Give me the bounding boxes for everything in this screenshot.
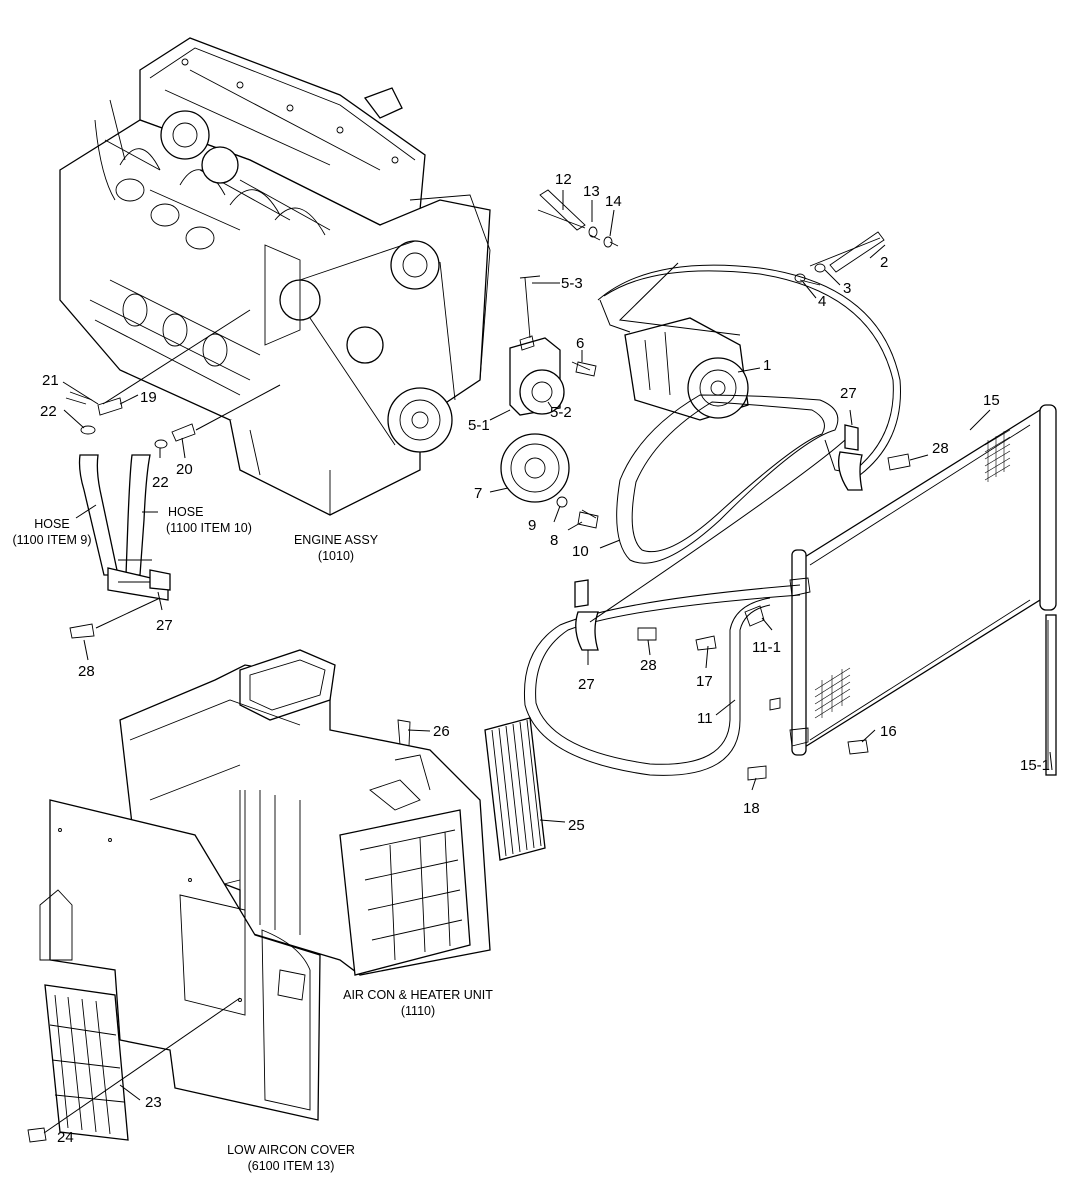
- drive-belt: [616, 394, 839, 564]
- condenser: [769, 404, 1057, 776]
- clamps: [149, 424, 863, 651]
- callout-28-middle: 28: [640, 657, 657, 674]
- callout-12: 12: [555, 171, 572, 188]
- fasteners: [397, 189, 911, 781]
- receiver-drier: [1045, 614, 1057, 776]
- callout-11: 11: [697, 710, 713, 727]
- callout-15: 15: [983, 392, 1000, 409]
- callout-14: 14: [605, 193, 622, 210]
- captions: HOSE (1100 ITEM 9) HOSE (1100 ITEM 10) E…: [13, 505, 494, 1173]
- callout-5-3: 5-3: [561, 275, 583, 292]
- leader-lines: [62, 190, 1053, 1101]
- aircon-caption-line1: AIR CON & HEATER UNIT: [343, 988, 493, 1002]
- callout-3: 3: [843, 280, 851, 297]
- hoses: [65, 391, 196, 639]
- callout-20: 20: [176, 461, 193, 478]
- hose-right-caption-line2: (1100 ITEM 10): [166, 521, 252, 535]
- callout-16: 16: [880, 723, 897, 740]
- callout-11-1: 11-1: [752, 639, 781, 656]
- filter-25: [484, 717, 546, 861]
- callout-19: 19: [140, 389, 157, 406]
- hose-left-caption-line1: HOSE: [34, 517, 69, 531]
- callout-4: 4: [818, 293, 826, 310]
- engine-caption-line2: (1010): [318, 549, 354, 563]
- callout-8: 8: [550, 532, 558, 549]
- callout-15-1: 15-1: [1020, 757, 1050, 774]
- callout-27-left: 27: [156, 617, 173, 634]
- engine-caption-line1: ENGINE ASSY: [294, 533, 379, 547]
- compressor: [537, 209, 881, 421]
- hose-left-caption-line2: (1100 ITEM 9): [13, 533, 92, 547]
- clip-22: [80, 425, 96, 435]
- condenser-fins: [814, 429, 1011, 719]
- callout-28-left: 28: [78, 663, 95, 680]
- callout-22-right: 22: [152, 474, 169, 491]
- callout-28-top: 28: [932, 440, 949, 457]
- callout-18: 18: [743, 800, 760, 817]
- callout-21: 21: [42, 372, 59, 389]
- cover-caption-line1: LOW AIRCON COVER: [227, 1143, 355, 1157]
- callout-7: 7: [474, 485, 482, 502]
- aircon-heater-unit: [119, 649, 491, 976]
- callout-5-2: 5-2: [550, 404, 572, 421]
- callout-5-1: 5-1: [468, 417, 490, 434]
- engine-assembly: [59, 37, 491, 516]
- callout-27-middle: 27: [578, 676, 595, 693]
- aircon-caption-line2: (1110): [401, 1004, 435, 1018]
- callout-22-left: 22: [40, 403, 57, 420]
- callout-2: 2: [880, 254, 888, 271]
- callout-23: 23: [145, 1094, 162, 1111]
- liquid-line: [523, 584, 801, 776]
- callout-9: 9: [528, 517, 536, 534]
- callout-25: 25: [568, 817, 585, 834]
- callout-1: 1: [763, 357, 771, 374]
- callout-26: 26: [433, 723, 450, 740]
- callout-27-top: 27: [840, 385, 857, 402]
- cover-caption-line2: (6100 ITEM 13): [248, 1159, 335, 1173]
- callout-13: 13: [583, 183, 600, 200]
- hose-right-caption-line1: HOSE: [168, 505, 203, 519]
- callout-labels: 1 2 3 4 5-1 5-2 5-3 6 7 8 9 10 11 11-1 1…: [40, 171, 1050, 1146]
- low-aircon-cover: [27, 799, 321, 1143]
- callout-6: 6: [576, 335, 584, 352]
- fitting-19: [97, 397, 123, 416]
- callout-17: 17: [696, 673, 713, 690]
- bolt-28-left: [69, 623, 95, 639]
- fitting-20: [171, 423, 196, 442]
- hose-clamp-bracket: [107, 567, 169, 601]
- discharge-pipe: [597, 264, 901, 476]
- compressor-bracket: [500, 275, 597, 519]
- callout-10: 10: [572, 543, 589, 560]
- callout-24: 24: [57, 1129, 74, 1146]
